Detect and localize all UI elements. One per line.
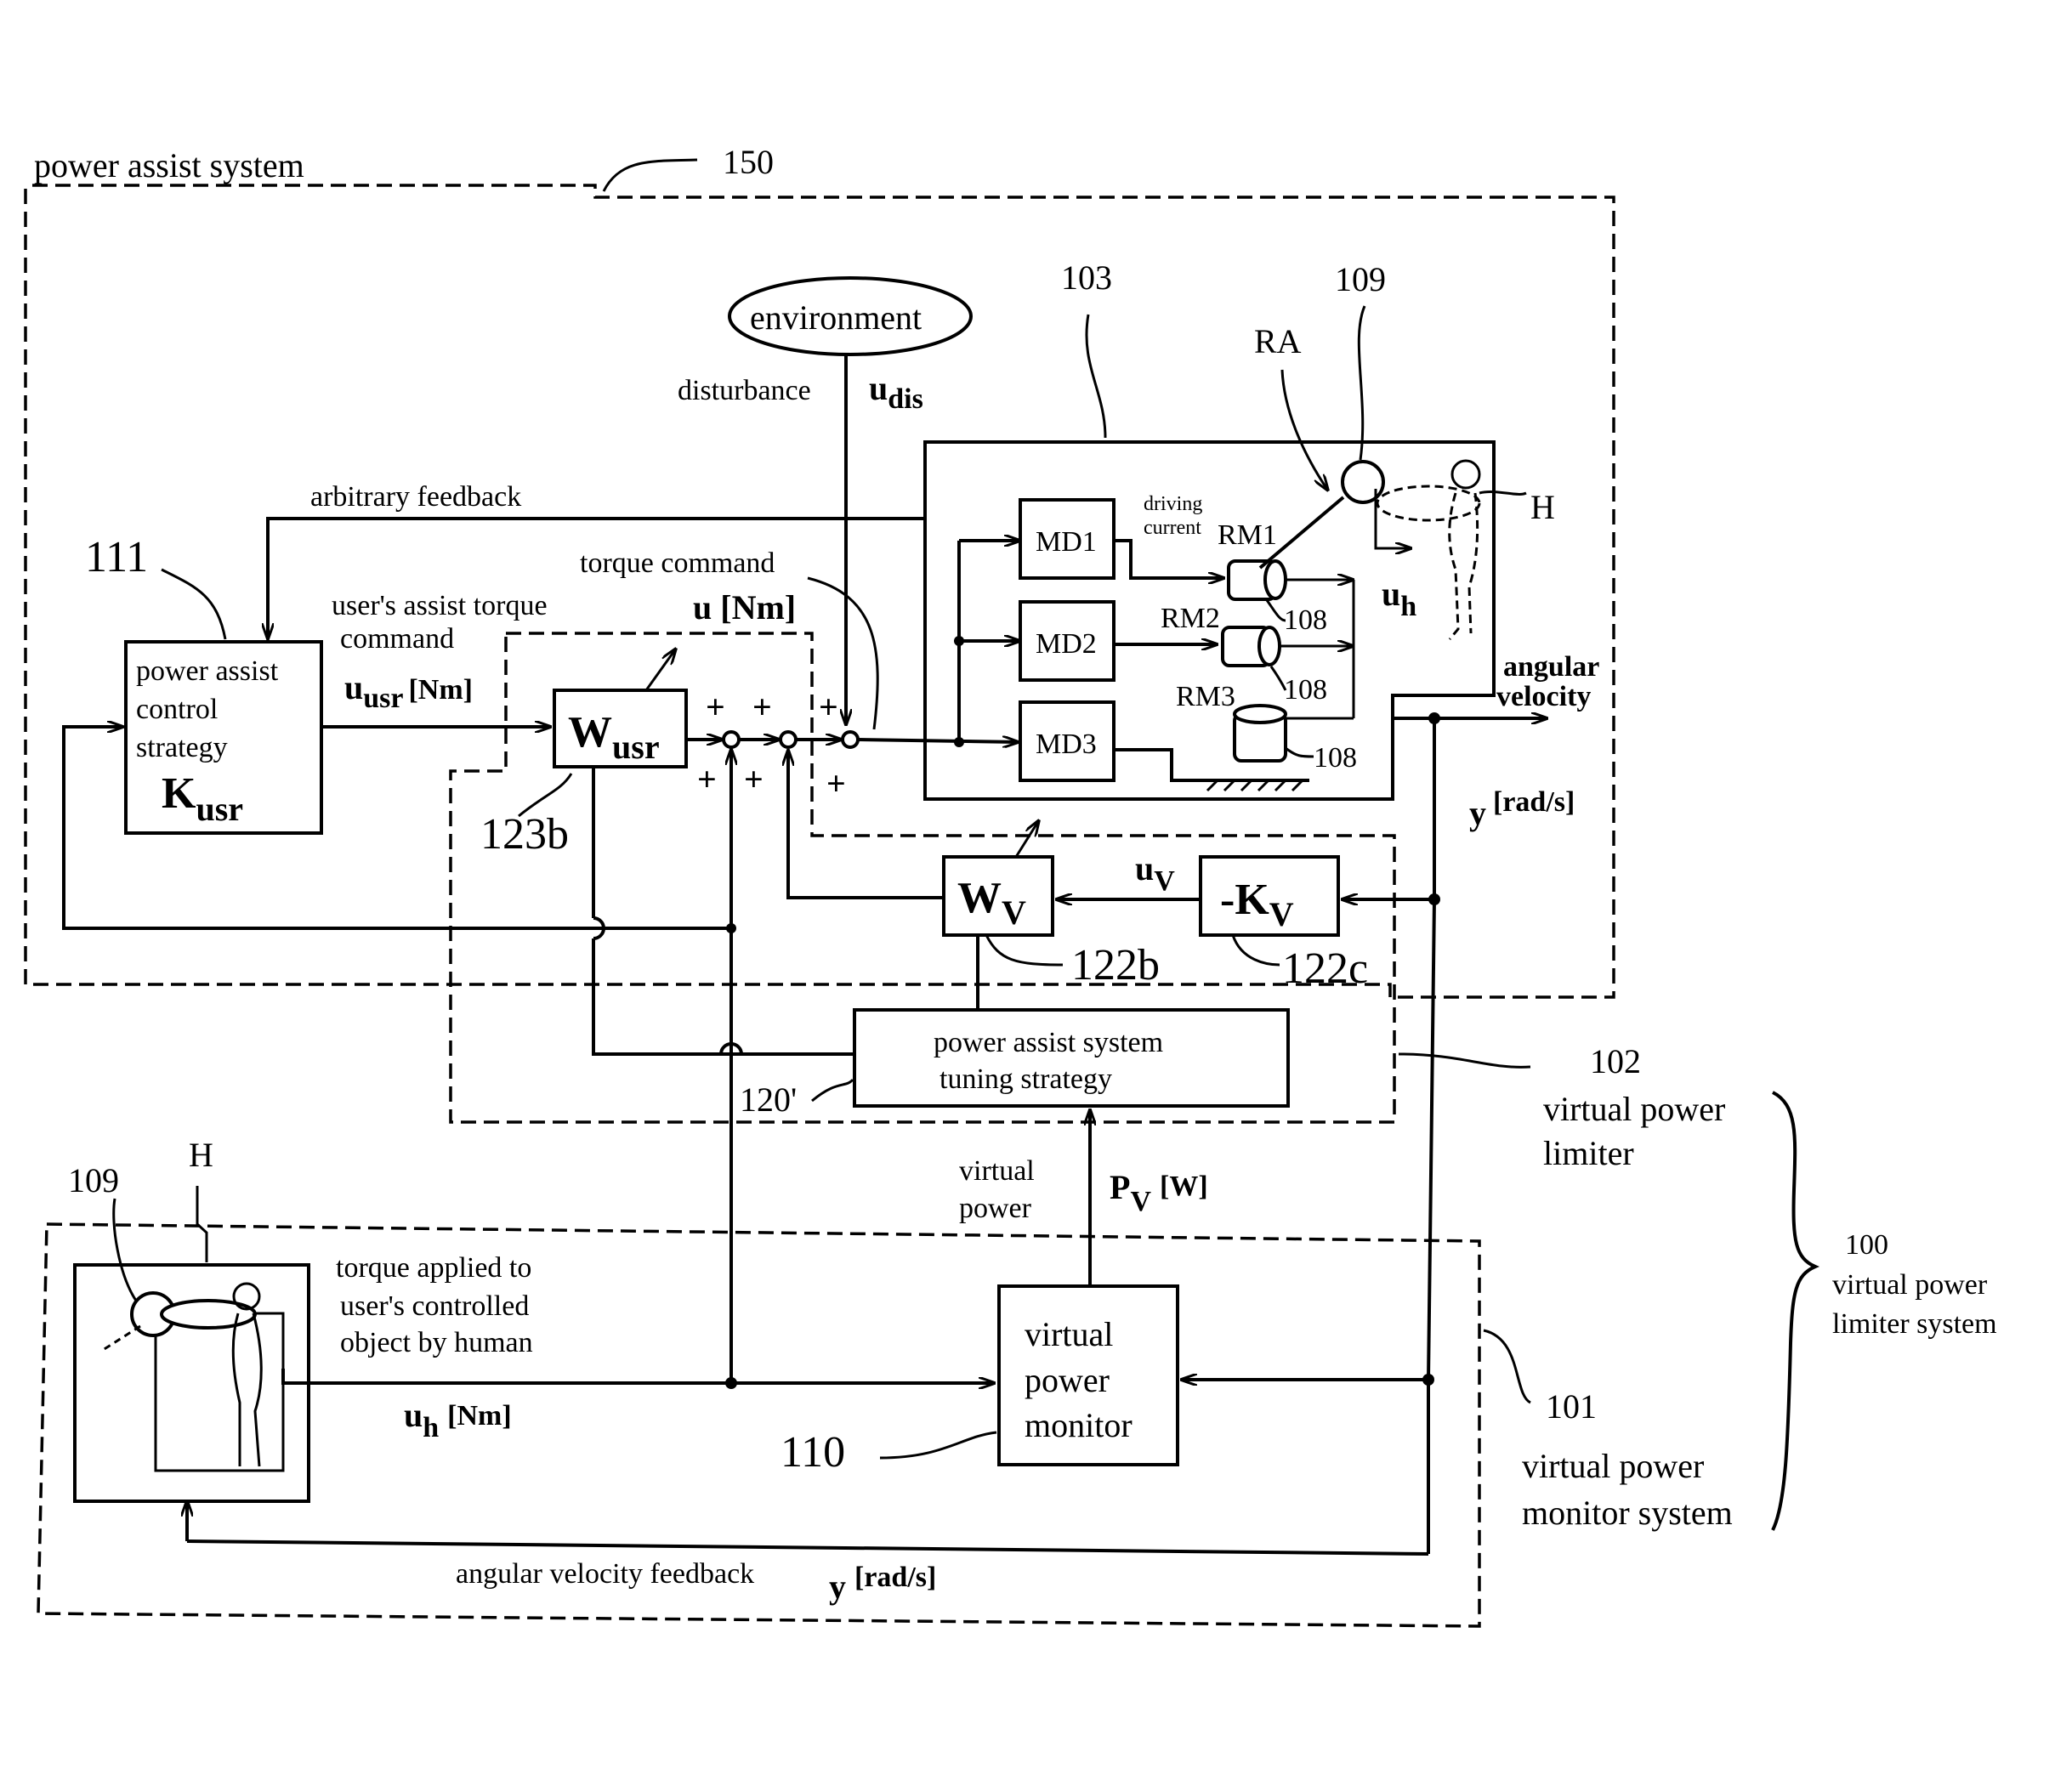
plus-sign-5: +: [744, 760, 764, 798]
brace-virtual-power-limiter-system: 100 virtual power limiter system: [1773, 1092, 1997, 1530]
summing-junctions: + + + + + + torque command u [Nm]: [580, 547, 1019, 1389]
users-assist-label-1: user's assist torque: [332, 590, 548, 621]
rm2-label: RM2: [1161, 603, 1220, 634]
human-operator-block: 109 H torque applied to user's controlle…: [68, 1136, 995, 1606]
users-assist-label-2: command: [340, 623, 454, 655]
ref-120: 120': [740, 1080, 797, 1119]
u-usr-label: uusr[Nm]: [344, 668, 473, 714]
plus-sign-4: +: [697, 760, 717, 798]
u-nm-label: u [Nm]: [693, 588, 796, 627]
ra-label: RA: [1254, 322, 1302, 360]
ref-103: 103: [1061, 258, 1112, 297]
md1-label: MD1: [1036, 526, 1097, 558]
virtual-power-monitor-system-label-1: virtual power: [1522, 1447, 1704, 1485]
virtual-power-limiter-system-label-2: limiter system: [1832, 1308, 1997, 1340]
torque-applied-label-1: torque applied to: [336, 1252, 531, 1284]
w-usr-block: Wusr 123b: [480, 649, 854, 1054]
power-assist-system-label: power assist system: [34, 146, 304, 184]
p-v-signal: virtual power PV[W]: [959, 1109, 1208, 1286]
ref-108-c: 108: [1314, 742, 1357, 774]
ref-102: 102: [1590, 1042, 1641, 1080]
virtual-power-limiter-label-2: limiter: [1543, 1134, 1634, 1172]
plus-sign-6: +: [826, 764, 846, 802]
control-strategy-line3: strategy: [136, 732, 228, 763]
robot-arm-joint: [1343, 462, 1383, 502]
y-bottom-label: y[rad/s]: [829, 1562, 936, 1606]
tuning-strategy-block: power assist system tuning strategy 120': [740, 1010, 1288, 1119]
md2-label: MD2: [1036, 628, 1097, 660]
environment-block: environment disturbance udis: [678, 278, 971, 725]
plus-sign-1: +: [706, 688, 725, 726]
rm3-label: RM3: [1176, 681, 1235, 712]
y-top-label: y[rad/s]: [1469, 786, 1575, 832]
rm1-label: RM1: [1218, 519, 1277, 551]
human-head-top: [1452, 461, 1479, 488]
driving-label: driving: [1144, 493, 1202, 515]
plus-sign-3: +: [819, 688, 838, 726]
plus-sign-2: +: [752, 688, 772, 726]
monitor-line2: power: [1025, 1361, 1110, 1399]
environment-label: environment: [750, 298, 922, 337]
monitor-line1: virtual: [1025, 1315, 1113, 1353]
tuning-line1: power assist system: [934, 1027, 1163, 1058]
virtual-power-limiter-label-1: virtual power: [1543, 1090, 1725, 1128]
virtual-power-limiter-system-label-1: virtual power: [1832, 1269, 1988, 1301]
u-usr-signal: user's assist torque command uusr[Nm]: [321, 590, 551, 727]
md3-label: MD3: [1036, 729, 1097, 760]
ref-100: 100: [1845, 1229, 1888, 1261]
tuning-line2: tuning strategy: [939, 1063, 1112, 1095]
ref-108-b: 108: [1284, 674, 1327, 706]
torque-command-label: torque command: [580, 547, 775, 579]
uh-top-label: uh: [1382, 575, 1416, 622]
ref-109-top: 109: [1335, 260, 1386, 298]
ref-109-bottom: 109: [68, 1161, 119, 1199]
ref-150: 150: [723, 143, 774, 181]
ref-122c: 122c: [1282, 944, 1368, 993]
p-v-label: PV[W]: [1110, 1168, 1208, 1217]
torque-applied-label-2: user's controlled: [340, 1290, 529, 1322]
angular-label: angular: [1503, 651, 1599, 683]
control-strategy-line1: power assist: [136, 655, 279, 687]
ref-108-a: 108: [1284, 604, 1327, 636]
ref-110: 110: [781, 1428, 845, 1477]
ref-111: 111: [85, 533, 148, 581]
uh-bottom-label: uh[Nm]: [404, 1396, 512, 1443]
virtual-power-label-2: power: [959, 1193, 1032, 1224]
u-dis-label: udis: [869, 369, 923, 415]
ref-123b: 123b: [480, 810, 569, 859]
u-v-label: uV: [1135, 849, 1175, 897]
virtual-power-label-1: virtual: [959, 1155, 1035, 1187]
virtual-power-monitor-system-label-2: monitor system: [1522, 1494, 1733, 1532]
torque-applied-label-3: object by human: [340, 1327, 533, 1358]
human-label-bottom: H: [189, 1136, 213, 1174]
disturbance-label: disturbance: [678, 375, 811, 406]
ref-122b: 122b: [1071, 941, 1160, 989]
velocity-label: velocity: [1496, 681, 1591, 712]
current-label: current: [1144, 517, 1201, 539]
ref-101: 101: [1546, 1387, 1597, 1426]
angular-velocity-feedback-label: angular velocity feedback: [456, 1558, 754, 1590]
human-label-top: H: [1530, 488, 1555, 526]
control-strategy-line2: control: [136, 694, 218, 725]
monitor-line3: monitor: [1025, 1406, 1133, 1444]
arbitrary-feedback-label: arbitrary feedback: [310, 481, 521, 513]
